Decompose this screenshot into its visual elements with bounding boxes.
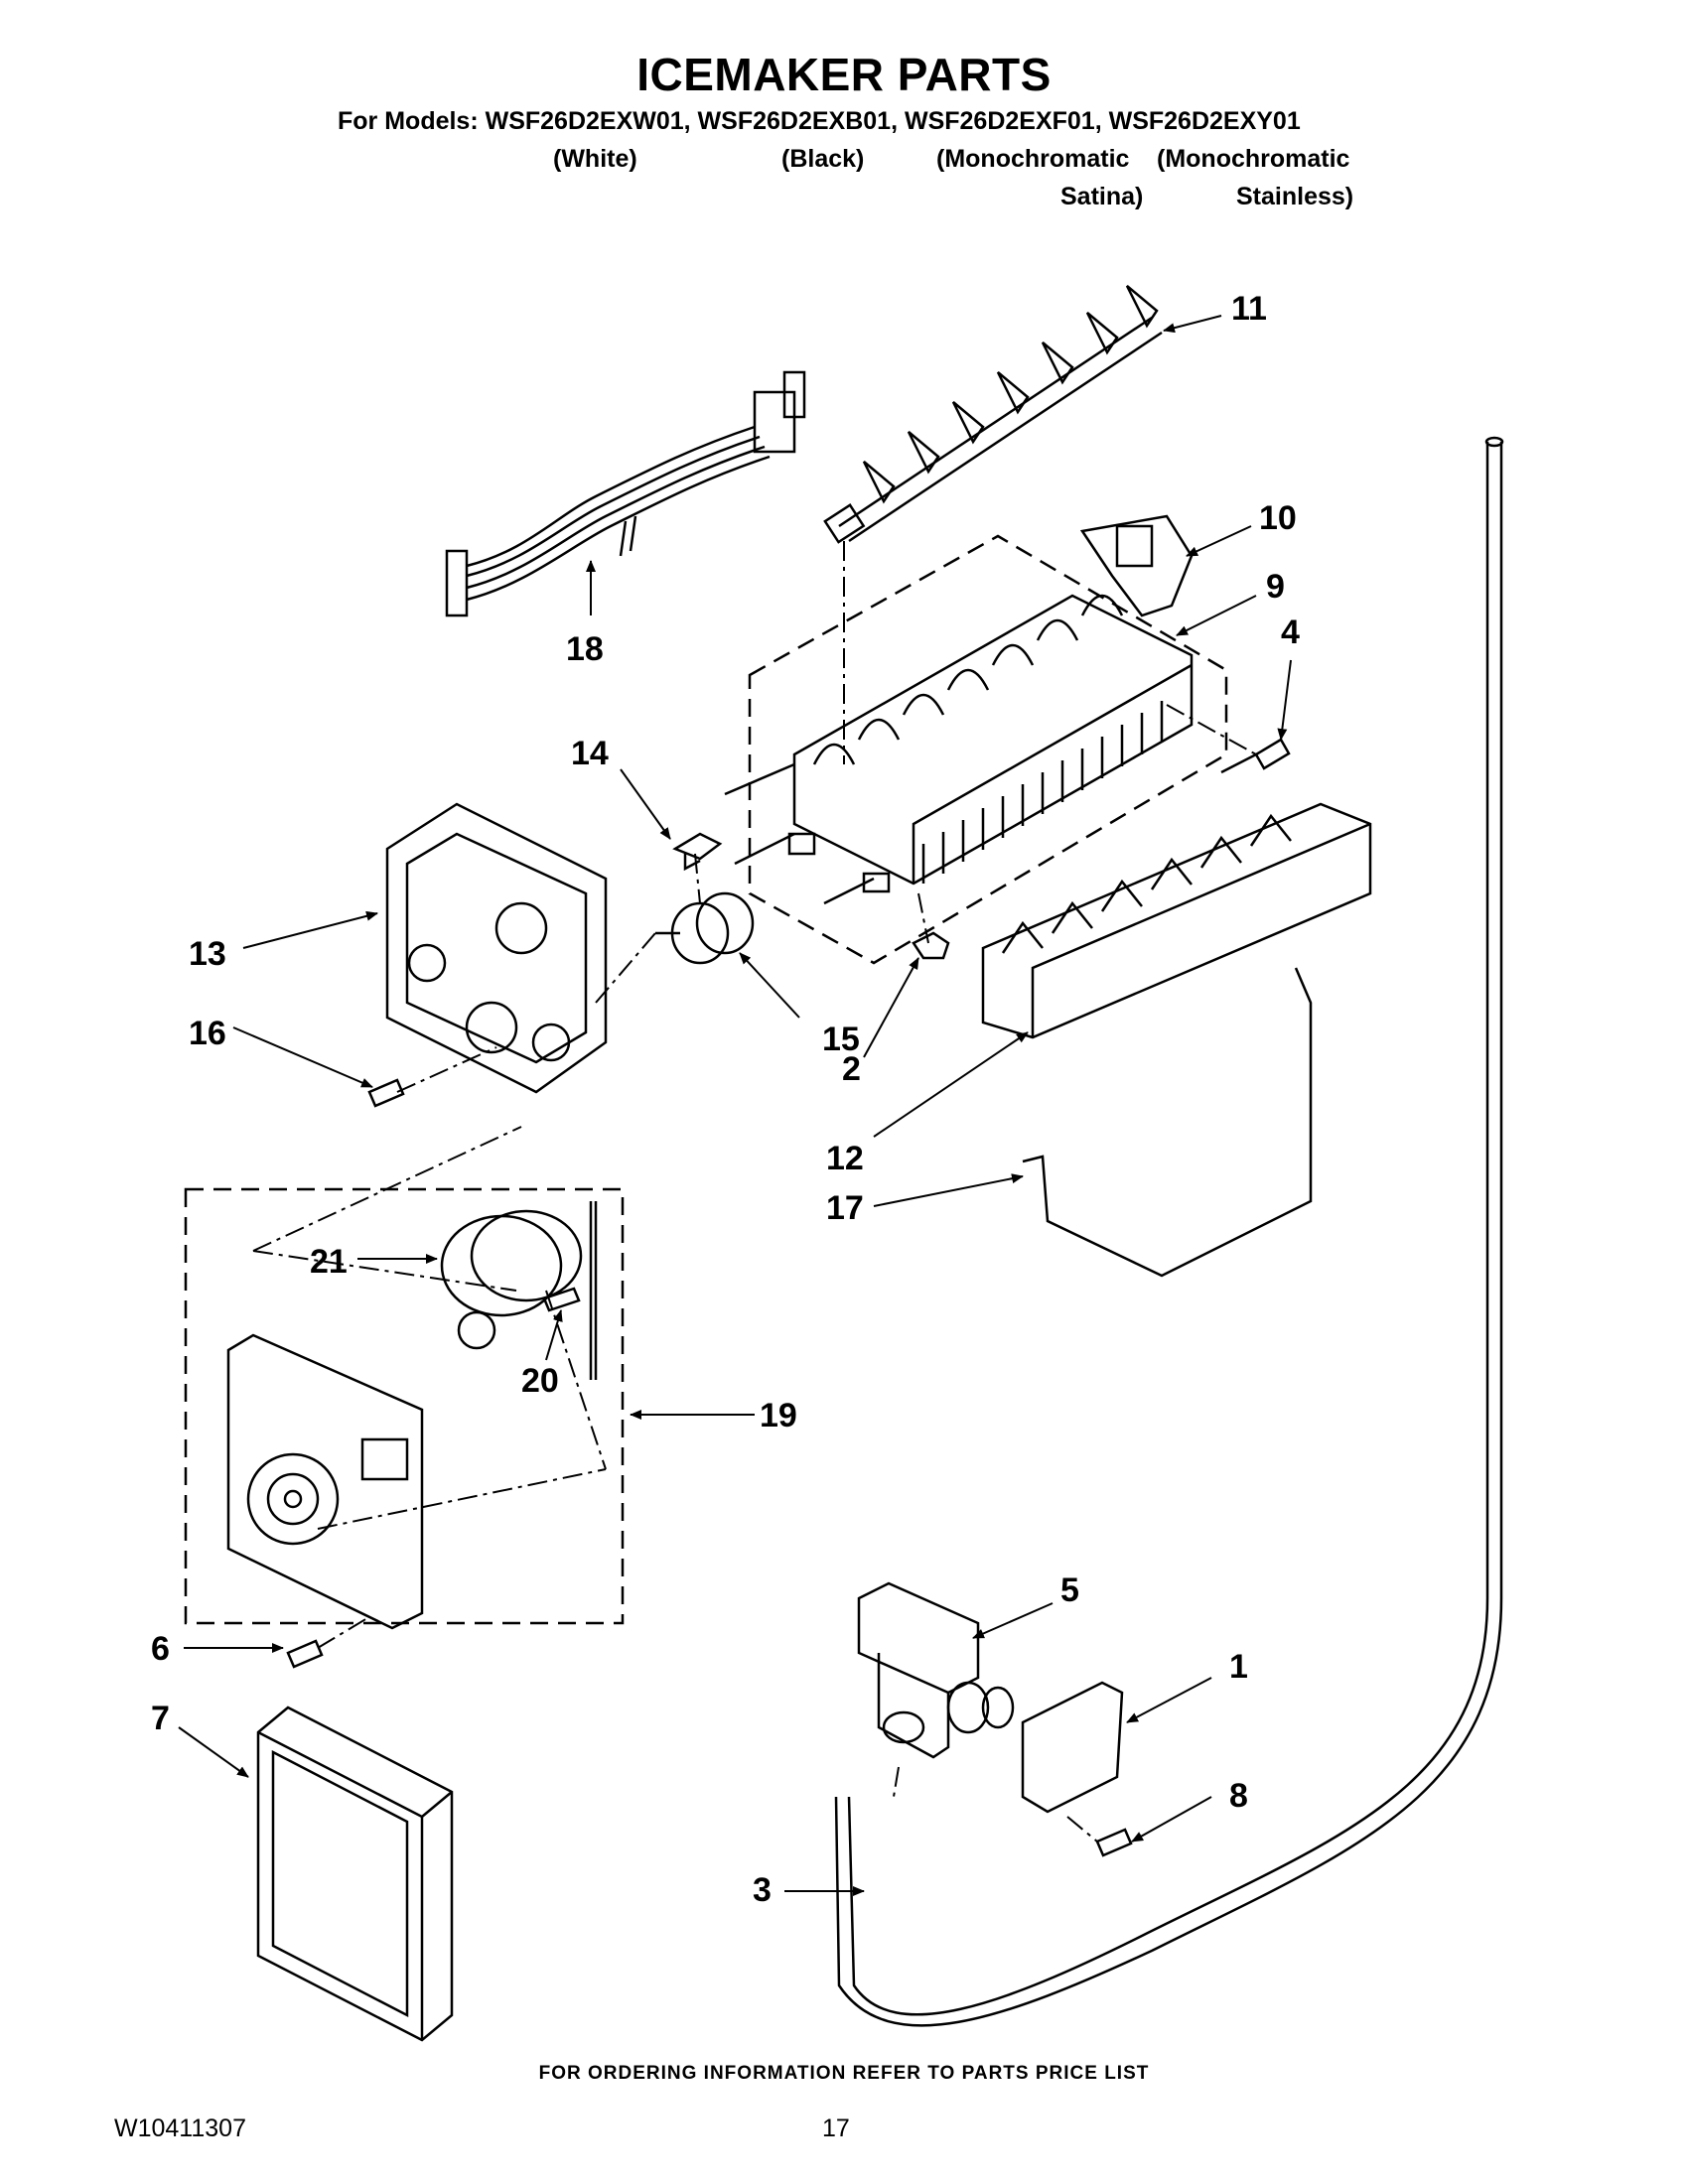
models-line: For Models: WSF26D2EXW01, WSF26D2EXB01, …	[338, 107, 1301, 135]
ordering-note: FOR ORDERING INFORMATION REFER TO PARTS …	[538, 2063, 1150, 2084]
screw-part-8	[1095, 1828, 1133, 1857]
variant-satina: Satina)	[1060, 183, 1144, 210]
callout-1: 1	[1229, 1648, 1248, 1686]
callout-15: 15	[822, 1021, 860, 1058]
callout-16: 16	[189, 1015, 226, 1052]
callout-3: 3	[753, 1871, 772, 1909]
callout-4: 4	[1281, 614, 1300, 651]
variant-stainless: Stainless)	[1236, 183, 1354, 210]
variant-white: (White)	[553, 145, 637, 173]
callout-21: 21	[310, 1243, 348, 1281]
variant-mono-satina: (Monochromatic	[936, 145, 1130, 173]
water-valve-part	[857, 1581, 1015, 1759]
callout-6: 6	[151, 1630, 170, 1668]
fill-cup-part	[1079, 514, 1194, 617]
motor-part	[440, 1201, 598, 1380]
clip-part-14	[672, 832, 723, 872]
callout-11: 11	[1231, 290, 1267, 328]
ice-stripper-part	[981, 802, 1372, 1039]
callout-5: 5	[1060, 1571, 1079, 1609]
callout-18: 18	[566, 630, 604, 668]
thermostat-part	[655, 891, 755, 965]
callout-17: 17	[826, 1189, 864, 1227]
icemaker-cover-part	[256, 1706, 454, 2042]
valve-bracket-part	[1021, 1681, 1124, 1814]
callout-10: 10	[1259, 499, 1297, 537]
screw-part-20	[542, 1287, 581, 1312]
clip-part-2	[912, 931, 950, 960]
callout-13: 13	[189, 935, 226, 973]
screw-part-16	[367, 1078, 405, 1108]
callout-labels: 1 2 3 4 5 6 7 8 9 10 11 12 13 14 15 16 1…	[151, 290, 1300, 1909]
feeler-arm-part	[1022, 967, 1313, 1278]
callout-2: 2	[842, 1050, 861, 1088]
water-tube-part	[834, 436, 1504, 2027]
ejector-shaft-part	[823, 285, 1163, 544]
icemaker-housing-part	[385, 802, 608, 1094]
page-title: ICEMAKER PARTS	[636, 49, 1052, 100]
callout-12: 12	[826, 1140, 864, 1177]
module-assembly-outline	[184, 1187, 625, 1625]
screw-part-4	[1220, 738, 1291, 774]
icemaker-assembly-outline	[748, 534, 1228, 965]
module-plate-part	[226, 1333, 424, 1630]
callout-19: 19	[760, 1397, 797, 1434]
variant-black: (Black)	[781, 145, 865, 173]
callout-arrows	[178, 315, 1292, 1896]
callout-9: 9	[1266, 568, 1285, 606]
callout-7: 7	[151, 1700, 170, 1737]
callout-8: 8	[1229, 1777, 1248, 1815]
variant-mono-stainless: (Monochromatic	[1157, 145, 1350, 173]
alignment-guides	[252, 541, 1257, 1843]
callout-20: 20	[521, 1362, 559, 1400]
icemaker-mold-part	[724, 594, 1194, 905]
wire-harness-part	[445, 370, 806, 617]
page-number: 17	[822, 2115, 850, 2142]
document-number: W10411307	[114, 2115, 246, 2142]
callout-14: 14	[571, 735, 609, 772]
screw-part-6	[286, 1639, 324, 1669]
